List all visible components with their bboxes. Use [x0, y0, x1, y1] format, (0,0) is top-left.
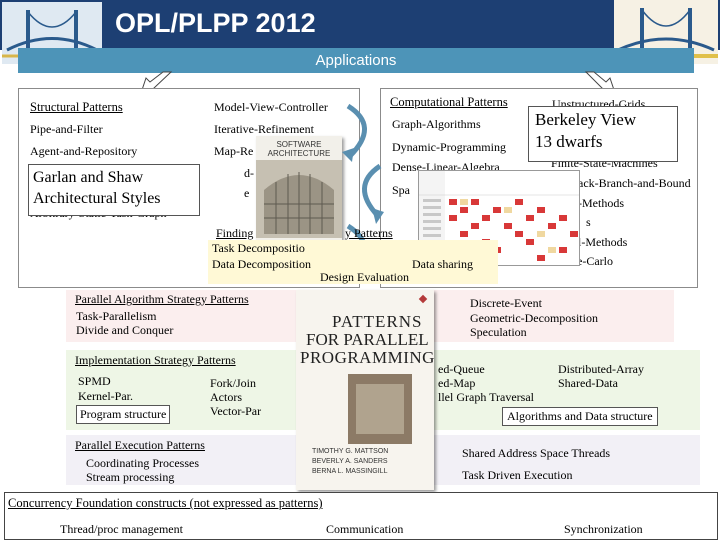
impl-strategy-item: SPMD	[78, 374, 111, 389]
impl-strategy-item: Shared-Data	[558, 376, 618, 391]
book2-image	[348, 374, 412, 444]
foundation-item: Communication	[326, 522, 403, 537]
impl-strategy-item: Fork/Join	[210, 376, 256, 391]
computational-item: Spa	[392, 183, 410, 198]
finding-data-sharing: Data sharing	[412, 257, 473, 272]
algo-strategy-title: Parallel Algorithm Strategy Patterns	[75, 292, 249, 307]
impl-strategy-title: Implementation Strategy Patterns	[75, 353, 236, 368]
exec-item: Shared Address Space Threads	[462, 446, 610, 461]
structural-item: Model-View-Controller	[214, 100, 328, 115]
algo-data-box: Algorithms and Data structure	[502, 407, 658, 426]
impl-strategy-item: Vector-Par	[210, 404, 261, 419]
algo-strategy-item: Geometric-Decomposition	[470, 311, 598, 326]
structural-item: Pipe-and-Filter	[30, 122, 103, 137]
foundation-item: Thread/proc management	[60, 522, 183, 537]
structural-item: Agent-and-Repository	[30, 144, 137, 159]
finding-title-tail: y Patterns	[345, 226, 393, 241]
book1-title: SOFTWARE ARCHITECTURE	[256, 140, 342, 158]
impl-strategy-item: Distributed-Array	[558, 362, 644, 377]
finding-data-decomp: Data Decomposition	[212, 257, 311, 272]
exec-title: Parallel Execution Patterns	[75, 438, 205, 453]
computational-item: ack-Branch-and-Bound	[578, 176, 691, 191]
book1-building-image	[256, 160, 342, 238]
exec-item: Stream processing	[86, 470, 174, 485]
book2-author: BERNA L. MASSINGILL	[312, 468, 387, 475]
algo-strategy-item: Speculation	[470, 325, 527, 340]
program-structure-box: Program structure	[76, 405, 170, 424]
computational-title: Computational Patterns	[390, 95, 508, 110]
structural-fragment: e	[244, 186, 249, 201]
software-architecture-book: SOFTWARE ARCHITECTURE	[256, 136, 342, 240]
computational-item: -Methods	[578, 196, 624, 211]
foundation-item: Synchronization	[564, 522, 643, 537]
computational-item: Dynamic-Programming	[392, 140, 506, 155]
garlan-shaw-callout: Garlan and Shaw Architectural Styles	[28, 164, 200, 216]
book2-author: TIMOTHY G. MATTSON	[312, 448, 388, 455]
algo-strategy-item: Discrete-Event	[470, 296, 542, 311]
impl-strategy-item: Kernel-Par.	[78, 389, 133, 404]
algo-strategy-item: Task-Parallelism	[76, 309, 156, 324]
book2-title-line1: PATTERNS	[332, 312, 423, 332]
computational-item: l-Methods	[578, 235, 627, 250]
finding-design-eval: Design Evaluation	[320, 270, 409, 285]
exec-item: Coordinating Processes	[86, 456, 199, 471]
impl-strategy-item: llel Graph Traversal	[438, 390, 534, 405]
structural-item: Iterative-Refinement	[214, 122, 314, 137]
patterns-parallel-book: PATTERNS FOR PARALLEL PROGRAMMING TIMOTH…	[296, 290, 434, 490]
exec-item: Task Driven Execution	[462, 468, 572, 483]
berkeley-callout: Berkeley View 13 dwarfs	[528, 106, 678, 162]
impl-strategy-item: ed-Map	[438, 376, 475, 391]
impl-strategy-item: Actors	[210, 390, 242, 405]
structural-item: Map-Re	[214, 144, 253, 159]
algo-strategy-item: Divide and Conquer	[76, 323, 173, 338]
computational-item: s	[586, 215, 591, 230]
book2-title-line2: FOR PARALLEL	[306, 330, 429, 350]
computational-item: Graph-Algorithms	[392, 117, 481, 132]
finding-title: Finding	[216, 226, 253, 241]
book2-decoration-icon	[419, 295, 427, 303]
structural-fragment: d-	[244, 166, 254, 181]
book2-title-line3: PROGRAMMING	[300, 348, 435, 368]
book2-author: BEVERLY A. SANDERS	[312, 458, 388, 465]
structural-title: Structural Patterns	[30, 100, 123, 115]
foundation-title: Concurrency Foundation constructs (not e…	[8, 496, 323, 511]
finding-task-decomp: Task Decompositio	[212, 241, 305, 256]
impl-strategy-item: ed-Queue	[438, 362, 485, 377]
